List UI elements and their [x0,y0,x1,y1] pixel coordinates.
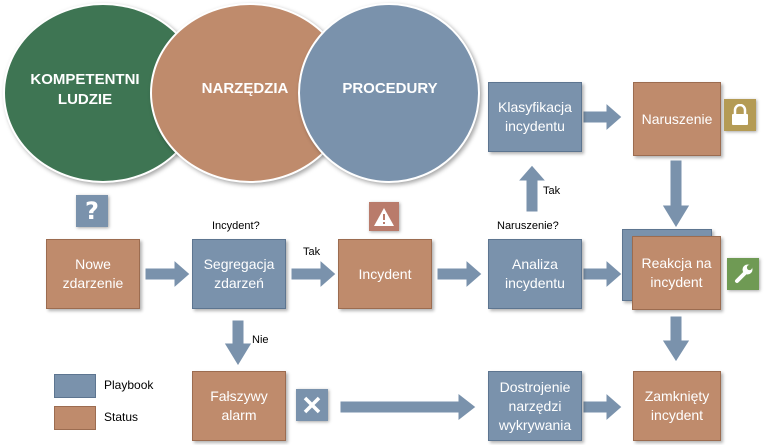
arrow-breach-to-response [661,159,691,229]
warning-icon [369,202,399,231]
box-tuning: Dostrojenie narzędzi wykrywania [488,371,582,441]
box-closed: Zamknięty incydent [633,371,721,441]
box-segregation: Segregacja zdarzeń [192,239,286,309]
box-analysis: Analiza incydentu [488,239,582,309]
arrow-segregation-to-false-alarm [223,319,253,367]
arrow-analysis-to-response [582,258,623,290]
wrench-icon [727,258,759,290]
arrow-tuning-to-closed [582,391,623,423]
legend-label-playbook: Playbook [104,378,154,392]
label-incident-question: Incydent? [212,220,260,232]
label-yes-classification: Tak [543,185,561,197]
label-breach-question: Naruszenie? [497,220,559,232]
label-no: Nie [252,334,269,346]
box-incident: Incydent [338,239,432,309]
arrow-incident-to-analysis [436,258,483,290]
lock-icon [724,99,756,131]
arrow-segregation-to-incident [290,258,337,290]
close-icon [296,389,328,421]
circle-label-procedures: PROCEDURY [342,80,438,97]
arrow-new-to-segregation [144,258,191,290]
box-classification: Klasyfikacja incydentu [488,82,582,152]
label-yes-incident: Tak [303,246,321,258]
arrow-response-to-closed [661,315,691,363]
circle-procedures [298,3,480,183]
box-breach: Naruszenie [633,82,721,156]
legend-swatch-playbook [54,374,96,398]
legend-label-status: Status [104,410,139,424]
arrow-analysis-to-classification [516,164,548,213]
arrow-false-alarm-to-tuning [339,391,477,423]
circle-label-people: KOMPETENTNI LUDZIE [30,71,140,108]
question-icon: ? [76,195,108,227]
box-new-event: Nowe zdarzenie [46,239,140,309]
box-response: Reakcja na incydent [632,236,721,310]
arrow-classification-to-breach [582,101,623,133]
circle-label-tools: NARZĘDZIA [201,80,289,97]
legend-swatch-status [54,406,96,430]
box-false-alarm: Fałszywy alarm [192,371,286,441]
